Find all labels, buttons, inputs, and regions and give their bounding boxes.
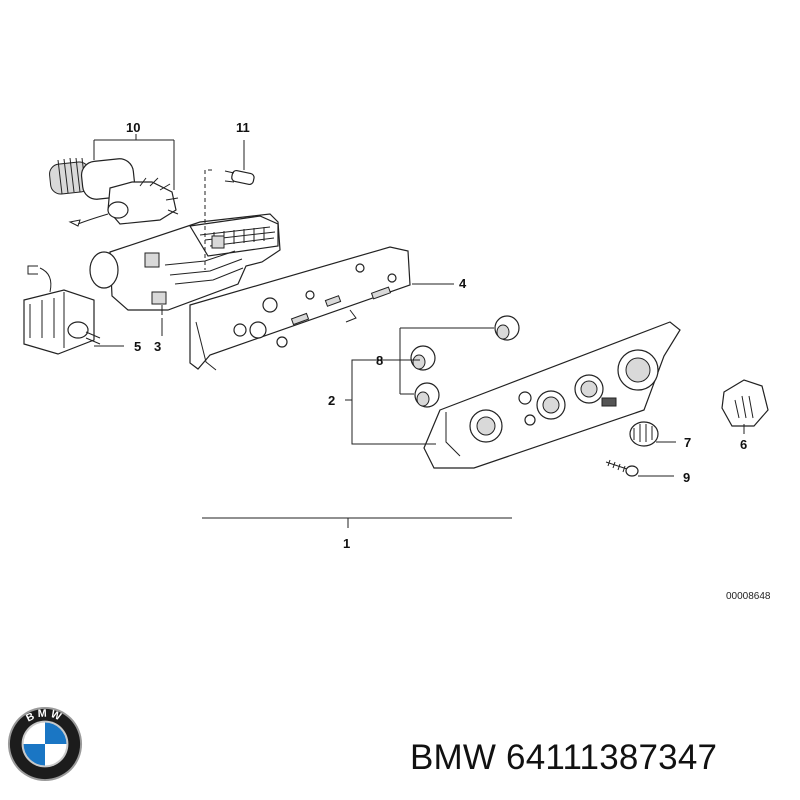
callout-4: 4 — [459, 276, 467, 291]
part-7-knob — [629, 421, 659, 447]
leader-lines — [93, 134, 745, 528]
part-6-rotary-knob — [721, 379, 769, 427]
part-4-back-plate — [189, 246, 411, 371]
callout-5: 5 — [134, 339, 141, 354]
part-number-caption: BMW 64111387347 — [410, 738, 718, 777]
callout-6: 6 — [740, 437, 747, 452]
part-3-control-module — [89, 169, 281, 315]
part-11-bulb — [224, 169, 255, 186]
callout-1: 1 — [343, 536, 350, 551]
drawing-number: 00008648 — [726, 591, 771, 602]
bmw-logo: BMW — [7, 706, 83, 782]
svg-text:BMW: BMW — [24, 707, 65, 724]
callout-10: 10 — [126, 120, 140, 135]
part-10-bulb-holder — [49, 157, 179, 227]
callout-8: 8 — [376, 353, 383, 368]
part-5-switch — [23, 265, 101, 355]
callout-2: 2 — [328, 393, 335, 408]
callout-11: 11 — [236, 120, 250, 135]
callout-3: 3 — [154, 339, 161, 354]
callout-9: 9 — [683, 470, 690, 485]
callout-7: 7 — [684, 435, 691, 450]
part-2-front-panel — [423, 321, 681, 469]
part-9-screw — [605, 459, 639, 477]
part-8-knobs — [410, 315, 520, 408]
